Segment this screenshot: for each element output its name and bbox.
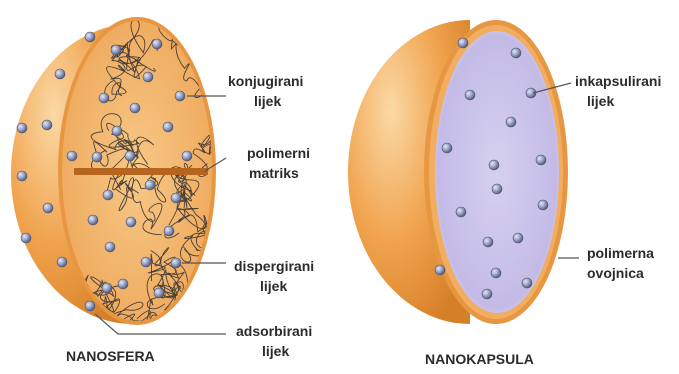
matrix-drug-particle — [182, 151, 192, 161]
adsorbed-drug-particle — [17, 171, 27, 181]
adsorbed-drug-particle — [67, 151, 77, 161]
label-konjugirani-line1: konjugirani — [228, 73, 303, 89]
label-dispergirani-line2: lijek — [260, 278, 287, 294]
label-adsorbirani-line1: adsorbirani — [236, 323, 312, 339]
matrix-drug-particle — [145, 180, 155, 190]
matrix-drug-particle — [154, 288, 164, 298]
nanosphere — [11, 17, 225, 339]
encapsulated-drug-particle — [522, 278, 532, 288]
matrix-drug-particle — [126, 217, 136, 227]
matrix-drug-particle — [171, 193, 181, 203]
encapsulated-drug-particle — [456, 207, 466, 217]
matrix-drug-particle — [105, 242, 115, 252]
label-polimerna-line2: ovojnica — [587, 265, 644, 281]
adsorbed-drug-particle — [42, 120, 52, 130]
label-dispergirani-line1: dispergirani — [234, 258, 314, 274]
matrix-drug-particle — [141, 257, 151, 267]
adsorbed-drug-particle — [85, 301, 95, 311]
encapsulated-drug-particle — [538, 200, 548, 210]
matrix-drug-particle — [163, 122, 173, 132]
adsorbed-drug-particle — [21, 233, 31, 243]
matrix-drug-particle — [175, 91, 185, 101]
adsorbed-drug-particle — [55, 69, 65, 79]
polymer-matrix-divider — [74, 168, 208, 175]
adsorbed-drug-particle — [85, 32, 95, 42]
matrix-drug-particle — [112, 126, 122, 136]
adsorbed-drug-particle — [57, 257, 67, 267]
encapsulated-drug-particle — [483, 237, 493, 247]
encapsulated-drug-particle — [435, 265, 445, 275]
encapsulated-drug-particle — [465, 90, 475, 100]
matrix-drug-particle — [102, 283, 112, 293]
matrix-drug-particle — [111, 45, 121, 55]
label-polimerni-line1: polimerni — [247, 145, 310, 161]
encapsulated-drug-particle — [489, 160, 499, 170]
encapsulated-drug-particle — [491, 268, 501, 278]
nanocapsule-title: NANOKAPSULA — [425, 351, 534, 367]
matrix-drug-particle — [99, 93, 109, 103]
encapsulated-drug-particle — [536, 155, 546, 165]
matrix-drug-particle — [103, 190, 113, 200]
label-inkapsulirani-line1: inkapsulirani — [575, 73, 661, 89]
adsorbed-drug-particle — [43, 203, 53, 213]
adsorbed-drug-particle — [17, 123, 27, 133]
encapsulated-drug-particle — [458, 38, 468, 48]
label-konjugirani-line2: lijek — [254, 93, 281, 109]
nanosphere-title: NANOSFERA — [66, 348, 155, 364]
matrix-drug-particle — [164, 226, 174, 236]
encapsulated-drug-particle — [482, 289, 492, 299]
encapsulated-drug-particle — [442, 143, 452, 153]
matrix-drug-particle — [125, 151, 135, 161]
label-polimerna-line1: polimerna — [587, 245, 654, 261]
encapsulated-drug-particle — [511, 48, 521, 58]
encapsulated-drug-particle — [513, 233, 523, 243]
matrix-drug-particle — [92, 152, 102, 162]
label-adsorbirani-line2: lijek — [262, 343, 289, 359]
encapsulated-drug-particle — [506, 117, 516, 127]
label-inkapsulirani-line2: lijek — [587, 93, 614, 109]
matrix-drug-particle — [118, 279, 128, 289]
label-polimerni-line2: matriks — [249, 165, 299, 181]
matrix-drug-particle — [130, 103, 140, 113]
matrix-drug-particle — [171, 258, 181, 268]
matrix-drug-particle — [152, 39, 162, 49]
matrix-drug-particle — [143, 72, 153, 82]
matrix-drug-particle — [88, 215, 98, 225]
nanocapsule — [348, 20, 568, 324]
encapsulated-drug-particle — [492, 184, 502, 194]
